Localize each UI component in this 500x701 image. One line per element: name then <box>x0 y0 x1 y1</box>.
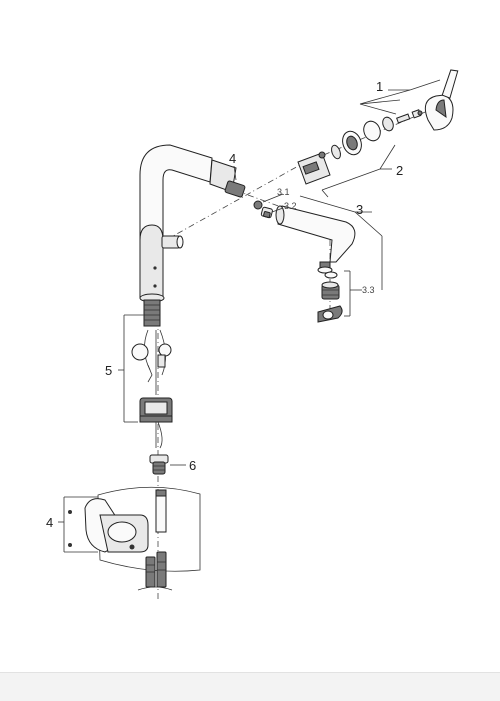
lever-handle-part-1 <box>396 69 459 131</box>
connector-part-6 <box>149 454 169 475</box>
callout-3-3: 3.3 <box>362 285 375 295</box>
counterweight-bracket <box>68 486 201 572</box>
cartridge-part-2 <box>297 116 394 185</box>
spout-part-3 <box>275 205 356 274</box>
assembly-axis-lines <box>157 109 431 600</box>
hoses-group-5 <box>131 329 173 449</box>
bottom-bar <box>0 672 500 701</box>
callout-4-top: 4 <box>229 151 236 166</box>
callout-4-bottom: 4 <box>46 515 53 530</box>
callout-5: 5 <box>105 363 112 378</box>
faucet-body <box>139 144 213 327</box>
spray-head <box>209 159 246 198</box>
callout-3-2: 3.2 <box>284 201 297 211</box>
aerator-part-3-3 <box>317 271 343 323</box>
callout-1: 1 <box>376 79 383 94</box>
small-parts-3-1-3-2 <box>253 200 273 219</box>
threaded-shank <box>143 299 161 327</box>
callout-6: 6 <box>189 458 196 473</box>
leader-lines <box>58 79 441 553</box>
callout-2: 2 <box>396 163 403 178</box>
callout-3: 3 <box>356 202 363 217</box>
callout-3-1: 3.1 <box>277 187 290 197</box>
mounting-studs <box>137 551 173 591</box>
